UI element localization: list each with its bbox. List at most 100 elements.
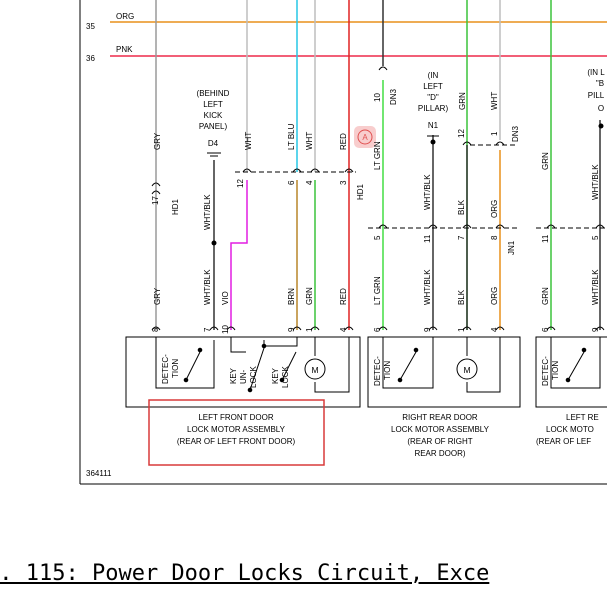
row-35: 35 ORG: [86, 12, 607, 31]
ground-o-id: O: [598, 104, 604, 113]
pin-9-lf: 9: [287, 327, 296, 332]
pin-6-lr: 6: [541, 327, 550, 332]
ground-n1: (IN LEFT "D" PILLAR) N1: [418, 71, 449, 145]
label-brn: BRN: [287, 288, 296, 305]
ground-n1-line-1: (IN: [428, 71, 439, 80]
label-org-mid: ORG: [490, 200, 499, 218]
key-lock-label-2: LOCK: [281, 366, 290, 388]
key-lock-label-1: KEY: [271, 367, 280, 384]
label-wht-3: WHT: [490, 92, 499, 110]
left-rear-internals: [550, 337, 601, 389]
pin-5b: 5: [591, 235, 600, 240]
key-unlock-label-1: KEY: [229, 367, 238, 384]
ground-o: (IN L "B PILL O: [587, 68, 605, 129]
detection-label-lr-2: TION: [551, 361, 560, 380]
pin-1-rr: 1: [457, 327, 466, 332]
ground-n1-line-3: "D": [427, 93, 439, 102]
detection-label-1: DETEC-: [161, 354, 170, 384]
pin-1-lf: 1: [305, 327, 314, 332]
right-rear-caption-2: LOCK MOTOR ASSEMBLY: [391, 425, 490, 434]
splice-dot-3: [598, 123, 604, 129]
vertical-labels: GRY HD1 WHT/BLK WHT LT BLU WHT RED HD1 D…: [153, 88, 600, 305]
left-front-caption-1: LEFT FRONT DOOR: [198, 413, 273, 422]
left-rear-caption-1: LEFT RE: [566, 413, 599, 422]
label-wht-2: WHT: [305, 132, 314, 150]
marker-circle: [357, 129, 373, 145]
right-rear-caption: RIGHT REAR DOOR LOCK MOTOR ASSEMBLY (REA…: [391, 413, 490, 458]
label-wht-blk-lower: WHT/BLK: [203, 269, 212, 305]
pin-4: 4: [305, 180, 314, 185]
label-red-lower: RED: [339, 288, 348, 305]
left-front-internals: [155, 337, 350, 393]
label-lt-grn-upper: LT GRN: [373, 141, 382, 170]
label-grn-upper: GRN: [458, 92, 467, 110]
label-wht-upper: WHT: [244, 132, 253, 150]
key-unlock-label-2: UN-: [239, 369, 248, 384]
label-grn-lower: GRN: [305, 287, 314, 305]
marker-letter: A: [362, 133, 368, 142]
label-wht-blk-mid: WHT/BLK: [423, 174, 432, 210]
label-grn-lower-3: GRN: [541, 287, 550, 305]
row-35-wire-name: ORG: [116, 12, 134, 21]
right-rear-caption-1: RIGHT REAR DOOR: [402, 413, 478, 422]
splice-dot: [211, 240, 217, 246]
row-35-number: 35: [86, 22, 95, 31]
ground-o-line-2: "B: [596, 79, 604, 88]
pin-10: 10: [373, 93, 382, 102]
circled-marker: A: [354, 126, 376, 148]
pin-7: 7: [457, 235, 466, 240]
label-wht-blk-lower-3: WHT/BLK: [591, 269, 600, 305]
motor-letter-2: M: [463, 365, 470, 375]
ground-d4-line-1: (BEHIND: [197, 89, 230, 98]
image-id: 364111: [86, 469, 112, 478]
pin-11b: 11: [541, 234, 550, 243]
left-front-switch-labels: DETEC- TION KEY UN- LOCK KEY LOCK: [161, 354, 290, 388]
pin-6-rr: 6: [373, 327, 382, 332]
motor-icon: [304, 358, 326, 380]
ground-n1-line-4: PILLAR): [418, 104, 449, 113]
pin-9-lr: 9: [591, 327, 600, 332]
ground-n1-id: N1: [428, 121, 439, 130]
label-wht-blk-upper: WHT/BLK: [203, 194, 212, 230]
pin-1: 1: [490, 131, 499, 136]
label-hd1: HD1: [171, 198, 180, 215]
ground-d4: (BEHIND LEFT KICK PANEL) D4: [197, 89, 230, 157]
pin-7-lf: 7: [203, 327, 212, 332]
pin-10-lf: 10: [221, 325, 230, 334]
highlight-box: [148, 399, 325, 466]
left-front-caption-2: LOCK MOTOR ASSEMBLY: [187, 425, 286, 434]
motor-icon-2: [456, 358, 478, 380]
pin-4-lf: 4: [339, 327, 348, 332]
label-grn-3: GRN: [541, 152, 550, 170]
row-36: 36 PNK: [86, 45, 607, 63]
left-front-caption-3: (REAR OF LEFT FRONT DOOR): [177, 437, 296, 446]
detection-label-rr-2: TION: [383, 361, 392, 380]
label-gry-lower: GRY: [153, 287, 162, 305]
pin-numbers: 17 12 6 4 3 10 12 1 5 11 7 8 11 5 8 7 10…: [151, 93, 600, 334]
label-blk-mid: BLK: [457, 199, 466, 215]
pin-4-rr: 4: [490, 327, 499, 332]
label-lt-blu: LT BLU: [287, 123, 296, 150]
wire-vio: [230, 180, 248, 330]
label-dn3-1: DN3: [389, 88, 398, 105]
splice-dot-2: [430, 139, 436, 145]
right-rear-internals: [382, 337, 501, 393]
ground-d4-line-2: LEFT: [203, 100, 223, 109]
connector-ticks: [151, 66, 605, 331]
pin-3: 3: [339, 180, 348, 185]
label-lt-grn-lower: LT GRN: [373, 276, 382, 305]
left-front-caption: LEFT FRONT DOOR LOCK MOTOR ASSEMBLY (REA…: [177, 413, 296, 446]
ground-d4-line-3: KICK: [204, 111, 223, 120]
motor-letter: M: [311, 365, 318, 375]
key-unlock-label-3: LOCK: [249, 366, 258, 388]
detection-label-2: TION: [171, 359, 180, 378]
label-dn3-2: DN3: [511, 125, 520, 142]
ground-n1-line-2: LEFT: [423, 82, 443, 91]
row-36-wire-name: PNK: [116, 45, 133, 54]
pin-8-lf: 8: [151, 327, 160, 332]
left-front-assembly-box: [125, 336, 361, 408]
right-rear-assembly-box: [367, 336, 521, 408]
row-36-number: 36: [86, 54, 95, 63]
left-rear-caption: LEFT RE LOCK MOTO (REAR OF LEF: [536, 413, 599, 446]
